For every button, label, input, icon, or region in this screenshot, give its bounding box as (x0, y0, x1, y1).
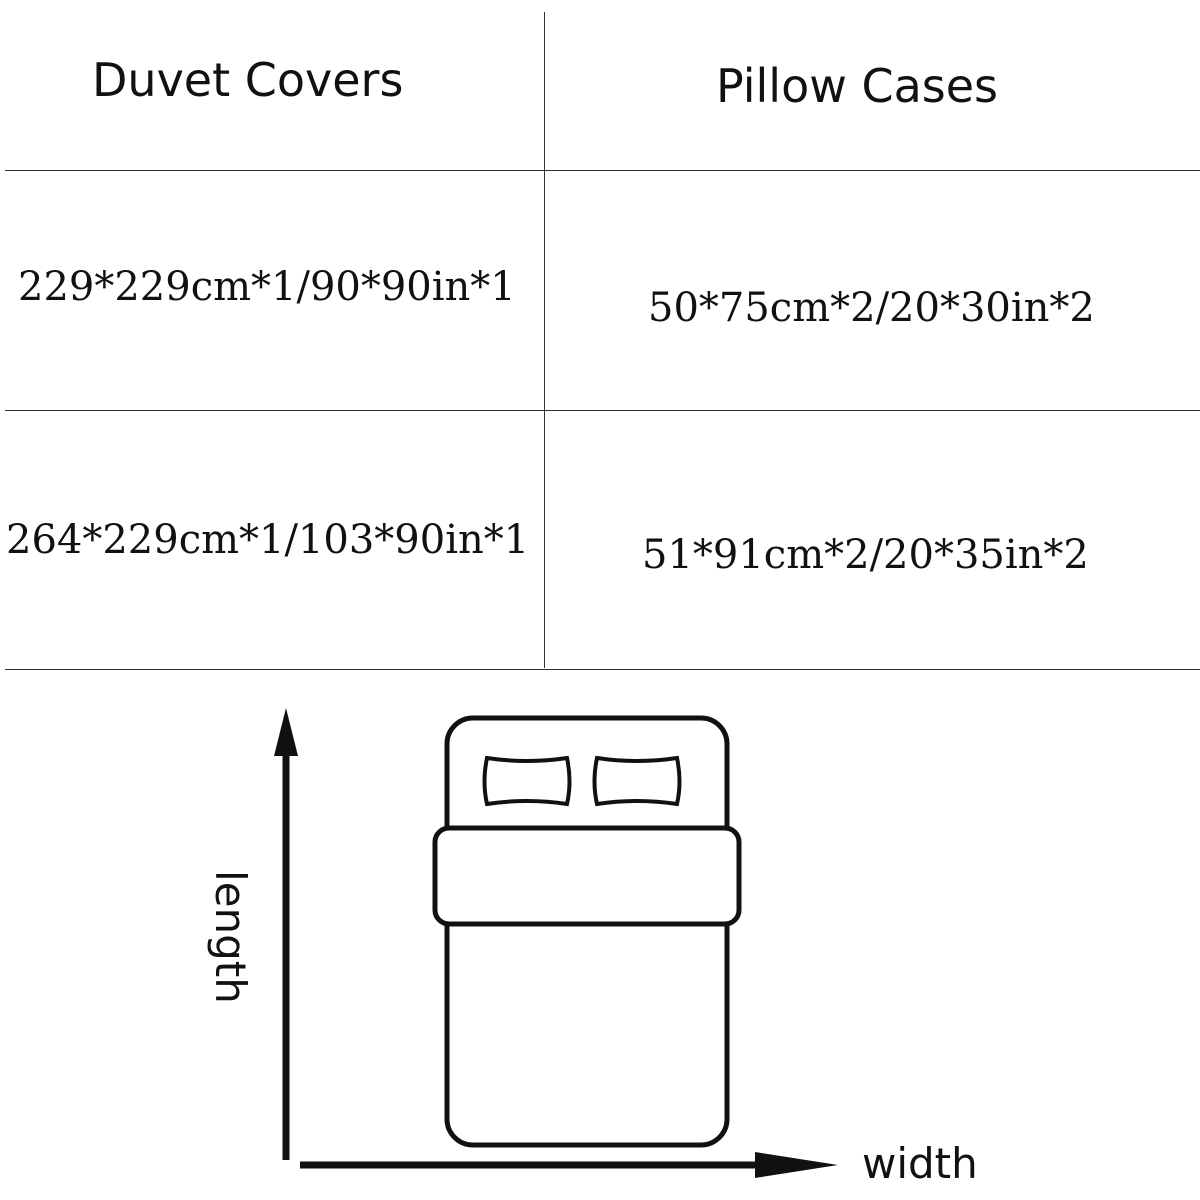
duvet-covers-header: Duvet Covers (92, 53, 404, 107)
length-label: length (206, 870, 255, 1004)
table-divider-middle (5, 410, 1200, 411)
width-arrow-icon (300, 1152, 838, 1178)
pillow-size-row-2: 51*91cm*2/20*35in*2 (642, 532, 1089, 578)
bed-dimension-diagram: length width (206, 708, 978, 1188)
duvet-size-row-2: 264*229cm*1/103*90in*1 (6, 517, 530, 563)
table-divider-bottom (5, 669, 1200, 670)
pillow-cases-header: Pillow Cases (716, 59, 998, 113)
pillow-icon (482, 755, 572, 807)
duvet-size-row-1: 229*229cm*1/90*90in*1 (18, 264, 516, 310)
bed-icon (432, 715, 742, 1148)
pillow-icon (592, 755, 682, 807)
table-divider-top (5, 170, 1200, 171)
pillow-size-row-1: 50*75cm*2/20*30in*2 (648, 285, 1095, 331)
length-arrow-icon (274, 708, 298, 1160)
table-column-divider (544, 12, 545, 668)
width-label: width (862, 1139, 978, 1188)
